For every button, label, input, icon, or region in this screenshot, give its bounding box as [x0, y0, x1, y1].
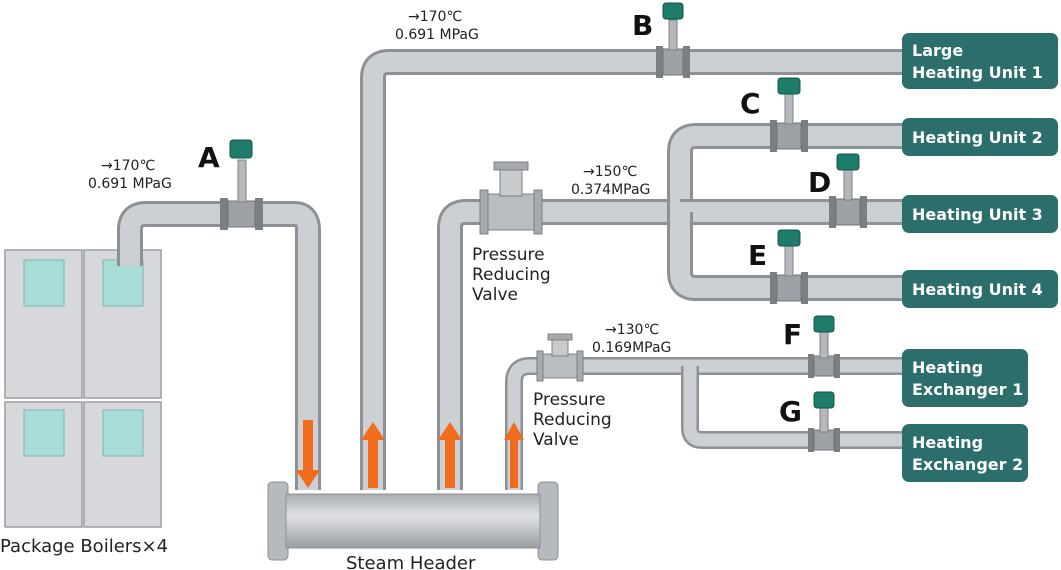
dest-label-line: Exchanger 1 [912, 380, 1023, 399]
meter-label-a: A [198, 141, 220, 174]
dest-label-line: Heating Unit 1 [912, 63, 1043, 82]
steam-header [267, 481, 559, 561]
flow-arrow-up [361, 422, 385, 488]
dest-label-line: Large [912, 41, 963, 60]
dest-label: Heating Unit 2 [912, 128, 1043, 147]
condition-mid-pressure: 0.374MPaG [571, 182, 650, 198]
flowmeter-c [770, 77, 808, 152]
boiler-unit [83, 401, 162, 528]
prv1-label-line: Reducing [472, 265, 551, 285]
dest-heating-exchanger-1: Heating Exchanger 1 [902, 349, 1028, 407]
prv1-label: Pressure Reducing Valve [472, 245, 551, 305]
dest-label-line: Heating [912, 433, 983, 452]
boilers-label: Package Boilers×4 [0, 536, 168, 557]
flowmeter-g [808, 391, 840, 452]
pressure-reducing-valve-2 [536, 333, 584, 382]
meter-label-e: E [748, 239, 767, 272]
package-boilers [4, 249, 162, 528]
dest-heating-unit-2: Heating Unit 2 [902, 118, 1058, 156]
prv2-label-line: Pressure [533, 390, 606, 410]
condition-mid-temp: →150℃ [583, 164, 637, 180]
prv2-label-line: Reducing [533, 410, 612, 430]
flow-arrows [296, 420, 524, 488]
condition-low-temp: →130℃ [605, 322, 659, 338]
condition-low-pressure: 0.169MPaG [592, 340, 671, 356]
boiler-unit [4, 249, 83, 399]
header-label: Steam Header [346, 553, 476, 570]
boiler-unit [4, 401, 83, 528]
prv1-label-line: Pressure [472, 245, 545, 265]
flowmeter-d [829, 153, 867, 228]
prv2-label-line: Valve [533, 430, 579, 450]
condition-b-temp: →170℃ [408, 9, 462, 25]
prv2-label: Pressure Reducing Valve [533, 390, 612, 450]
flowmeter-e [770, 229, 808, 304]
flowmeter-f [808, 315, 840, 378]
dest-heating-unit-3: Heating Unit 3 [902, 195, 1058, 233]
meter-label-b: B [632, 9, 653, 42]
flowmeter-b [656, 2, 690, 78]
meter-label-c: C [740, 87, 761, 120]
meter-label-g: G [779, 395, 802, 428]
dest-heating-unit-4: Heating Unit 4 [902, 270, 1058, 308]
condition-b-pressure: 0.691 MPaG [395, 27, 479, 43]
dest-large-heating-unit-1: Large Heating Unit 1 [902, 33, 1058, 89]
flow-arrow-up [438, 422, 462, 488]
dest-heating-exchanger-2: Heating Exchanger 2 [902, 424, 1028, 482]
condition-a-pressure: 0.691 MPaG [88, 176, 172, 192]
dest-label-line: Heating [912, 358, 983, 377]
flowmeter-a [220, 139, 263, 230]
boiler-unit [83, 249, 162, 399]
meter-label-d: D [808, 166, 831, 199]
flow-arrow-up [504, 422, 524, 488]
meter-label-f: F [783, 318, 802, 351]
dest-label-line: Exchanger 2 [912, 455, 1023, 474]
flow-arrow-down [296, 420, 320, 488]
dest-label: Heating Unit 3 [912, 205, 1043, 224]
prv1-label-line: Valve [472, 285, 518, 305]
pressure-reducing-valve-1 [479, 161, 543, 235]
dest-label: Heating Unit 4 [912, 280, 1043, 299]
condition-a-temp: →170℃ [101, 158, 155, 174]
